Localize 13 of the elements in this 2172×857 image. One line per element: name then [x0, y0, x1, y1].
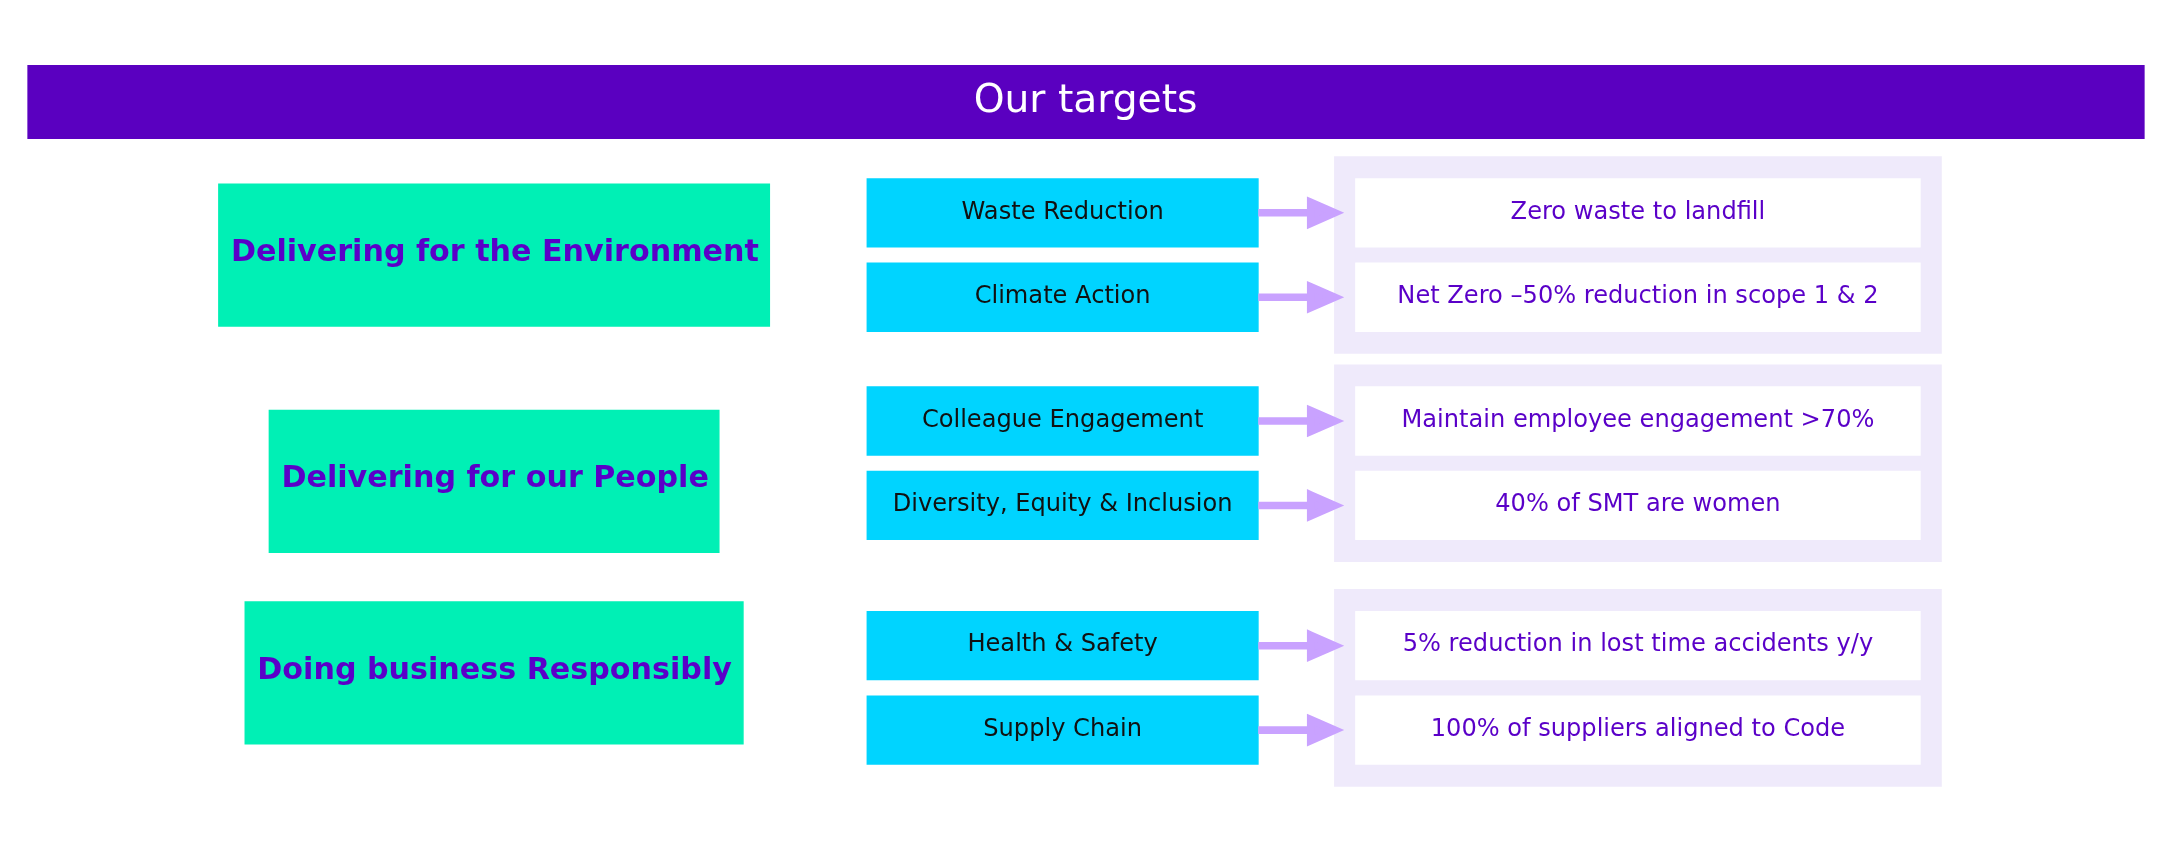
node-box: Doing business Responsibly	[244, 601, 744, 745]
cluster	[1334, 156, 1942, 354]
diagram-title: Our targets	[973, 76, 1198, 122]
node-box: Supply Chain	[866, 695, 1259, 765]
node-box: Health & Safety	[866, 610, 1259, 681]
node-box: Delivering for our People	[268, 409, 720, 553]
node-box: Waste Reduction	[866, 178, 1259, 248]
cluster	[1334, 364, 1942, 562]
node-box: Diversity, Equity & Inclusion	[866, 470, 1259, 541]
node-box: Colleague Engagement	[866, 386, 1259, 456]
node-box: Delivering for the Environment	[218, 183, 771, 327]
cluster	[1334, 589, 1942, 787]
node-box: Climate Action	[866, 262, 1259, 332]
